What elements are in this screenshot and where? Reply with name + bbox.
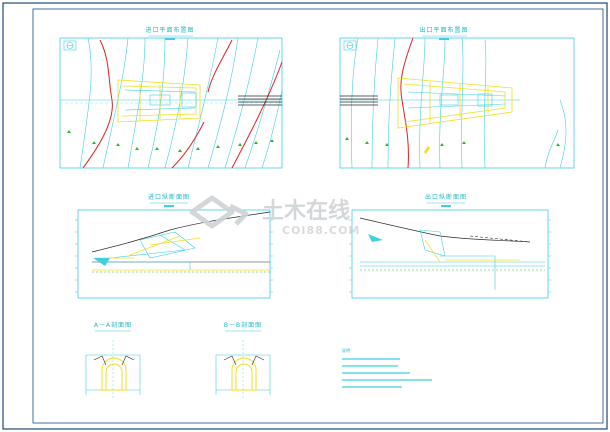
cross-section-a — [85, 340, 141, 398]
north-arrow-icon — [343, 40, 357, 51]
section-left-title: 进口纵断面图 — [148, 193, 190, 201]
plan-left-title: 进口平面布置图 — [145, 26, 194, 34]
plan-right — [339, 37, 575, 169]
cross-b-title: B－B剖面图 — [224, 321, 262, 329]
watermark: 土木在线 COI88.COM — [189, 195, 360, 237]
cross-section-b — [215, 340, 271, 398]
section-right-title: 出口纵断面图 — [425, 193, 467, 201]
cross-a-title: A－A剖面图 — [94, 321, 132, 329]
plan-left — [59, 37, 283, 169]
watermark-brand: 土木在线 — [262, 198, 350, 224]
section-left — [75, 209, 273, 299]
watermark-logo-icon — [189, 195, 249, 229]
inner-frame — [32, 8, 604, 424]
notes-heading: 说明： — [342, 347, 354, 353]
watermark-domain: COI88.COM — [282, 224, 360, 237]
notes-block: 说明： — [342, 347, 432, 388]
section-right — [349, 209, 551, 299]
north-arrow-icon — [63, 40, 77, 51]
plan-right-title: 出口平面布置图 — [419, 26, 468, 34]
